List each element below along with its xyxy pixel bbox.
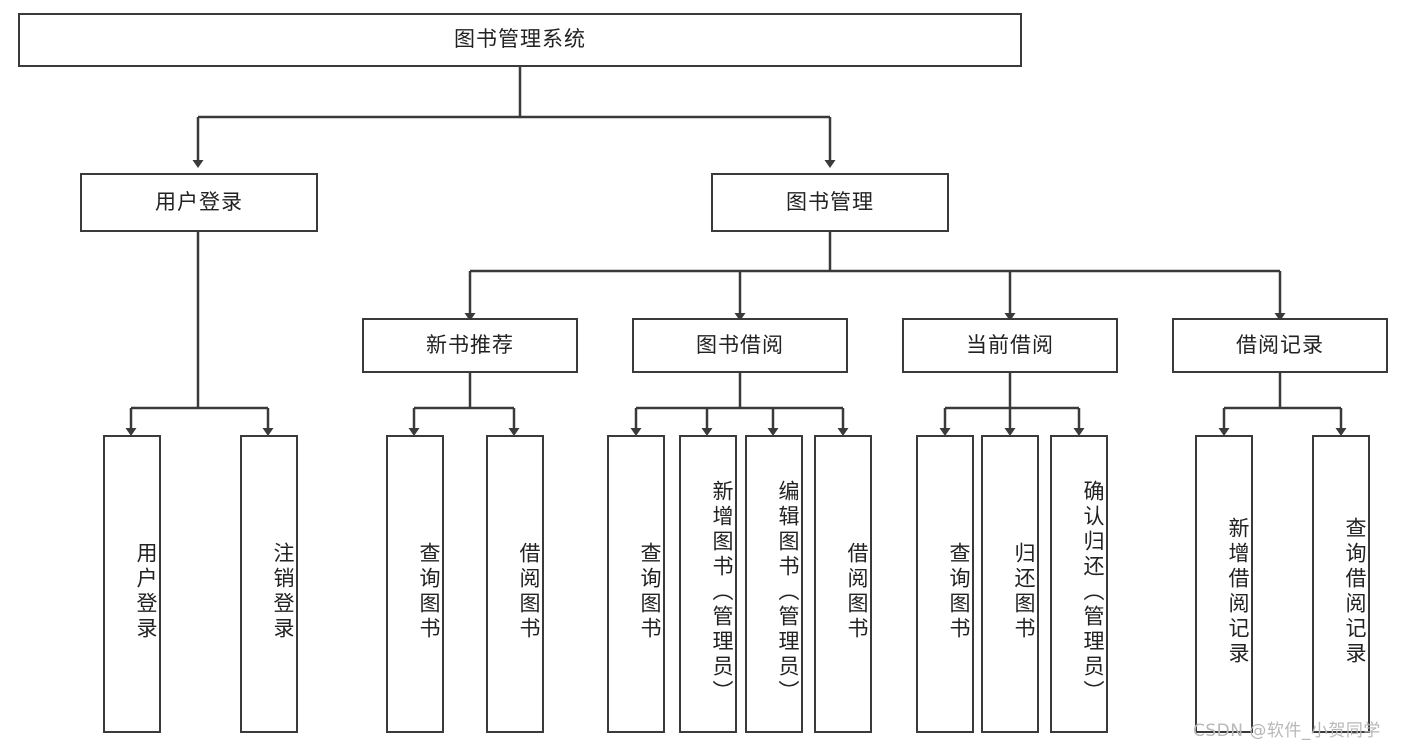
node-leaf-borrow-book-recommend[interactable]: 借阅图书: [486, 435, 544, 733]
node-label: 查询借阅记录: [1343, 517, 1367, 667]
node-book-borrow[interactable]: 图书借阅: [632, 318, 848, 373]
node-root-book-management-system[interactable]: 图书管理系统: [18, 13, 1022, 67]
node-leaf-borrow-book[interactable]: 借阅图书: [814, 435, 872, 733]
node-label: 查询图书: [947, 542, 971, 642]
node-book-management[interactable]: 图书管理: [711, 173, 949, 232]
node-borrow-record[interactable]: 借阅记录: [1172, 318, 1388, 373]
node-label: 确认归还（管理员）: [1081, 479, 1105, 705]
node-label: 编辑图书（管理员）: [776, 479, 800, 705]
node-label: 查询图书: [417, 542, 441, 642]
node-label: 借阅图书: [845, 542, 869, 642]
node-label: 用户登录: [155, 189, 243, 214]
node-leaf-add-borrow-record[interactable]: 新增借阅记录: [1195, 435, 1253, 733]
node-label: 当前借阅: [966, 332, 1054, 357]
node-label: 借阅记录: [1236, 332, 1324, 357]
node-leaf-query-book-current[interactable]: 查询图书: [916, 435, 974, 733]
node-label: 新增图书（管理员）: [710, 479, 734, 705]
csdn-watermark: CSDN @软件_小贺同学: [1193, 721, 1381, 741]
node-label: 新书推荐: [426, 332, 514, 357]
node-label: 新增借阅记录: [1226, 517, 1250, 667]
node-label: 注销登录: [271, 542, 295, 642]
node-user-login[interactable]: 用户登录: [80, 173, 318, 232]
node-label: 用户登录: [134, 542, 158, 642]
node-leaf-confirm-return-admin[interactable]: 确认归还（管理员）: [1050, 435, 1108, 733]
node-leaf-edit-book-admin[interactable]: 编辑图书（管理员）: [745, 435, 803, 733]
node-leaf-logout[interactable]: 注销登录: [240, 435, 298, 733]
node-label: 借阅图书: [517, 542, 541, 642]
node-label: 归还图书: [1012, 542, 1036, 642]
node-leaf-add-book-admin[interactable]: 新增图书（管理员）: [679, 435, 737, 733]
node-current-borrow[interactable]: 当前借阅: [902, 318, 1118, 373]
node-leaf-query-book-recommend[interactable]: 查询图书: [386, 435, 444, 733]
node-label: 查询图书: [638, 542, 662, 642]
node-leaf-query-borrow-record[interactable]: 查询借阅记录: [1312, 435, 1370, 733]
node-new-book-recommend[interactable]: 新书推荐: [362, 318, 578, 373]
node-leaf-return-book[interactable]: 归还图书: [981, 435, 1039, 733]
node-leaf-user-login[interactable]: 用户登录: [103, 435, 161, 733]
node-label: 图书管理系统: [454, 27, 586, 52]
node-label: 图书管理: [786, 189, 874, 214]
node-label: 图书借阅: [696, 332, 784, 357]
node-leaf-query-book-borrow[interactable]: 查询图书: [607, 435, 665, 733]
